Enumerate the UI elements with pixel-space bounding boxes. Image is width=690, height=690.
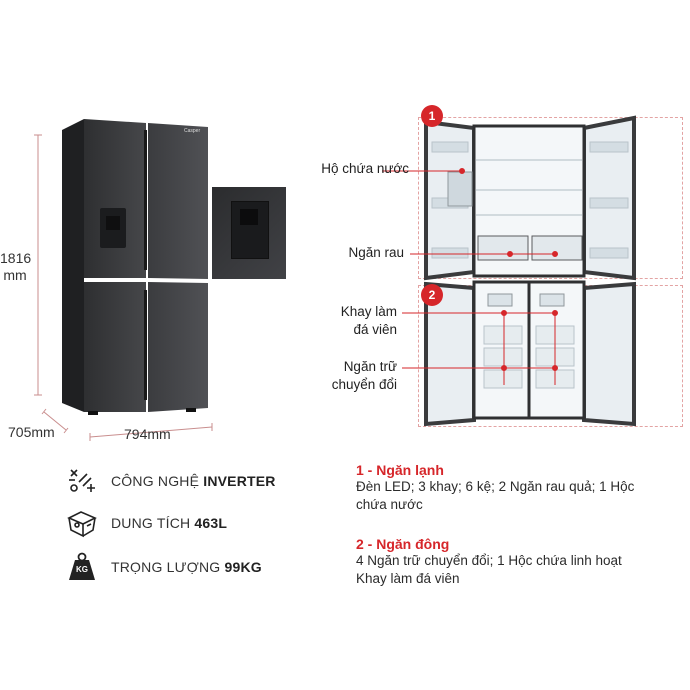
callout-water-container: Hộ chứa nước bbox=[321, 161, 409, 176]
callout-ice-tray-line2: đá viên bbox=[353, 322, 397, 337]
feature-weight: KG TRỌNG LƯỢNG 99KG bbox=[65, 552, 262, 582]
callout-leader-lines bbox=[382, 168, 558, 385]
width-dimension: 794mm bbox=[124, 426, 171, 442]
section-freezer: 2 - Ngăn đông 4 Ngăn trữ chuyển đổi; 1 H… bbox=[356, 536, 622, 588]
section-fridge-line1: Đèn LED; 3 khay; 6 kệ; 2 Ngăn rau quả; 1… bbox=[356, 479, 635, 494]
feature-capacity: DUNG TÍCH 463L bbox=[65, 508, 227, 538]
weight-icon-text: KG bbox=[76, 565, 88, 574]
capacity-icon bbox=[67, 511, 97, 538]
height-dimension: 1816 mm bbox=[0, 250, 32, 284]
callout-convertible-line2: chuyển đổi bbox=[331, 377, 397, 392]
height-unit: mm bbox=[3, 267, 27, 283]
brand-logo: Casper bbox=[184, 128, 201, 134]
callout-ice-tray-line1: Khay làm bbox=[340, 304, 397, 319]
section-freezer-line1: 4 Ngăn trữ chuyển đổi; 1 Hộc chứa linh h… bbox=[356, 553, 622, 568]
closed-fridge-illustration bbox=[62, 119, 208, 415]
zone1-badge: 1 bbox=[421, 105, 443, 127]
dispenser-closeup bbox=[212, 187, 286, 279]
weight-icon: KG bbox=[65, 552, 99, 582]
feature-capacity-text: DUNG TÍCH 463L bbox=[111, 515, 227, 531]
inverter-chip-icon bbox=[69, 469, 95, 492]
callout-convertible-line1: Ngăn trữ bbox=[343, 359, 397, 374]
feature-capacity-label: DUNG TÍCH bbox=[111, 515, 195, 531]
dimension-lines bbox=[34, 134, 213, 441]
zone2-badge: 2 bbox=[421, 284, 443, 306]
feature-inverter-label: CÔNG NGHỆ bbox=[111, 473, 204, 489]
feature-inverter: CÔNG NGHỆ INVERTER bbox=[65, 466, 276, 496]
feature-weight-value: 99KG bbox=[224, 559, 262, 575]
height-value: 1816 bbox=[0, 250, 32, 266]
section-fridge-title: 1 - Ngăn lạnh bbox=[356, 462, 444, 478]
section-freezer-title: 2 - Ngăn đông bbox=[356, 536, 450, 552]
section-fridge-line2: chứa nước bbox=[356, 497, 423, 512]
feature-weight-text: TRỌNG LƯỢNG 99KG bbox=[111, 559, 262, 575]
feature-inverter-text: CÔNG NGHỆ INVERTER bbox=[111, 473, 276, 489]
feature-inverter-value: INVERTER bbox=[203, 473, 276, 489]
feature-weight-label: TRỌNG LƯỢNG bbox=[111, 559, 225, 575]
callout-convertible: Ngăn trữ chuyển đổi bbox=[300, 358, 397, 394]
zone1-outline bbox=[418, 117, 683, 279]
section-freezer-line2: Khay làm đá viên bbox=[356, 571, 460, 586]
callout-ice-tray: Khay làm đá viên bbox=[305, 303, 397, 339]
callout-crisper: Ngăn rau bbox=[348, 245, 404, 260]
section-fridge: 1 - Ngăn lạnh Đèn LED; 3 khay; 6 kệ; 2 N… bbox=[356, 462, 634, 514]
depth-dimension: 705mm bbox=[8, 424, 55, 440]
feature-capacity-value: 463L bbox=[194, 515, 228, 531]
